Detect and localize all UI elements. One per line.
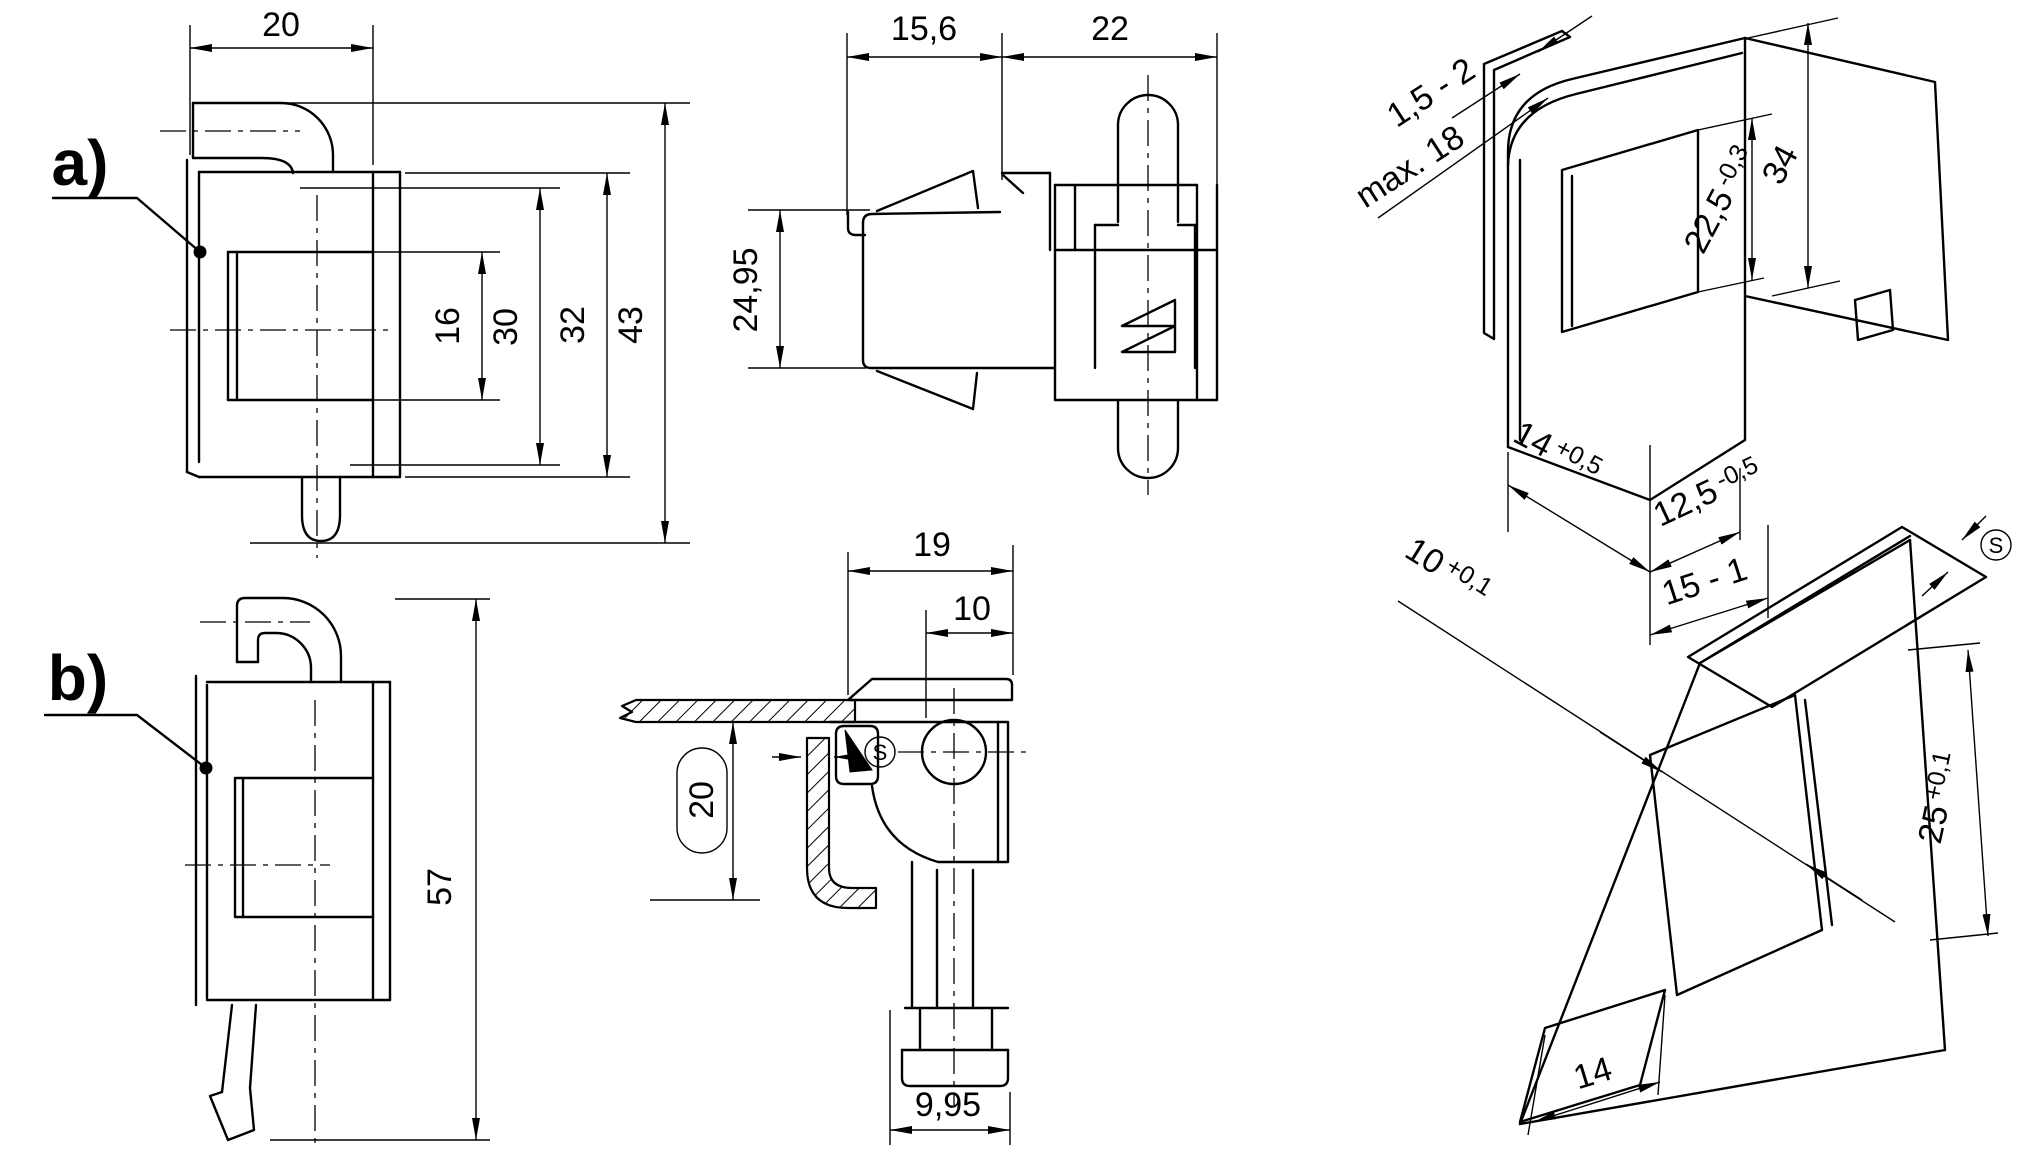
dim-width-20: 20 <box>262 6 300 44</box>
dim-flap-14: 14 <box>1569 1050 1616 1097</box>
iso-cutout-part-outline <box>1518 525 1988 1126</box>
side-b-label-group: b) <box>43 642 213 775</box>
dim-max-18: max. 18 <box>1349 118 1471 216</box>
dim-height-24-95: 24,95 <box>727 247 765 332</box>
dim-total-43: 43 <box>612 306 650 344</box>
dim-slot-10: 10+0,1 <box>1399 529 1498 611</box>
sheet-thickness-letter: S <box>1989 533 2004 558</box>
iso-cutout-dimensions: 10+0,1 25+0,1 14 S <box>1397 515 2012 1136</box>
side-a-dimensions: 20 16 30 32 43 <box>189 6 690 544</box>
side-a-label-group: a) <box>52 127 207 259</box>
dim-depth-14: 14+0,5 <box>1508 413 1608 491</box>
view-front: 15,6 22 24,95 <box>727 10 1219 495</box>
view-side-b: 57 b) <box>43 596 490 1150</box>
view-side-a: 20 16 30 32 43 a) <box>52 6 690 558</box>
dim-width-15-1: 15 - 1 <box>1657 550 1751 613</box>
dim-width-15-6: 15,6 <box>891 10 957 48</box>
dim-width-19: 19 <box>913 526 951 564</box>
view-section: 19 10 20 9,95 S <box>618 526 1030 1145</box>
leader-dot <box>199 761 213 775</box>
front-dimensions: 15,6 22 24,95 <box>727 10 1218 369</box>
dim-sheet-1-5-2: 1,5 - 2 <box>1380 51 1482 135</box>
view-iso-cutout: 10+0,1 25+0,1 14 S <box>1397 515 2012 1136</box>
section-part-outline <box>618 677 1030 1105</box>
dim-offset-10: 10 <box>953 590 991 628</box>
leader-dot <box>193 245 207 259</box>
front-part-outline <box>846 75 1219 495</box>
gauge-frame <box>676 747 728 854</box>
sheet-thickness-symbol: S <box>864 736 896 768</box>
dim-cup-16: 16 <box>429 307 467 345</box>
dim-total-34: 34 <box>1755 139 1806 190</box>
dim-inner-30: 30 <box>487 308 525 346</box>
dim-screw-9-95: 9,95 <box>915 1086 981 1124</box>
sheet-thickness-symbol: S <box>1980 529 2012 561</box>
dim-body-32: 32 <box>554 306 592 344</box>
side-b-part-outline <box>185 596 392 1150</box>
view-label-a: a) <box>52 127 109 199</box>
dim-total-57: 57 <box>421 868 459 906</box>
side-a-part-outline <box>160 101 402 558</box>
section-dimensions: 19 10 20 9,95 S <box>650 526 1014 1145</box>
dim-cutout-22-5: 22,5-0,3 <box>1676 140 1764 259</box>
sheet-thickness-letter: S <box>873 740 888 765</box>
side-b-dimensions: 57 <box>270 598 490 1141</box>
dim-gauge-20: 20 <box>683 781 721 819</box>
view-label-b: b) <box>48 642 108 714</box>
dim-slot-25: 25+0,1 <box>1910 748 1967 846</box>
dim-width-22: 22 <box>1091 10 1129 48</box>
